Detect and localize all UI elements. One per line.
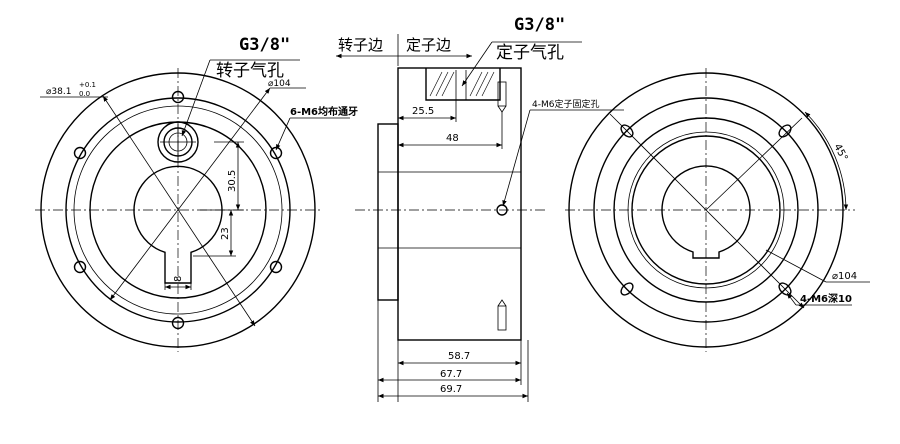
dim-67-7: 67.7 [440, 369, 462, 380]
dim-69-7: 69.7 [440, 384, 462, 395]
left-outer-flange [40, 72, 316, 348]
left-bore-tol-lower: 0.0 [79, 90, 90, 98]
left-bore-dim: ⌀38.1 [46, 87, 71, 97]
dim-8: 8 [173, 276, 184, 282]
middle-thread-label: G3/8" [514, 15, 565, 35]
dim-23: 23 [220, 227, 231, 240]
rotor-side-label: 转子边 [338, 36, 383, 54]
right-bore-keyway [661, 165, 751, 259]
dim-48: 48 [446, 133, 459, 144]
left-holes-note: 6-M6均布通牙 [290, 105, 358, 118]
left-view [35, 59, 350, 352]
right-pcd-dim: ⌀104 [832, 271, 857, 282]
rotor-flange [377, 123, 399, 301]
rotor-port-label: 转子气孔 [216, 61, 284, 81]
dim-25-5: 25.5 [412, 106, 434, 117]
right-holes-note: 4-M6深10 [800, 292, 852, 305]
left-bore-tol-upper: +0.1 [79, 81, 96, 89]
right-outer-flange [568, 72, 844, 348]
stator-port-label: 定子气孔 [496, 43, 564, 63]
middle-view [336, 34, 624, 402]
left-pcd-dim: ⌀104 [268, 79, 291, 89]
dim-58-7: 58.7 [448, 351, 470, 362]
right-view [565, 68, 870, 352]
left-thread-label: G3/8" [239, 35, 290, 55]
stator-fix-holes-note: 4-M6定子固定孔 [532, 98, 599, 110]
stator-side-label: 定子边 [406, 36, 451, 54]
dim-30-5: 30.5 [227, 170, 238, 192]
